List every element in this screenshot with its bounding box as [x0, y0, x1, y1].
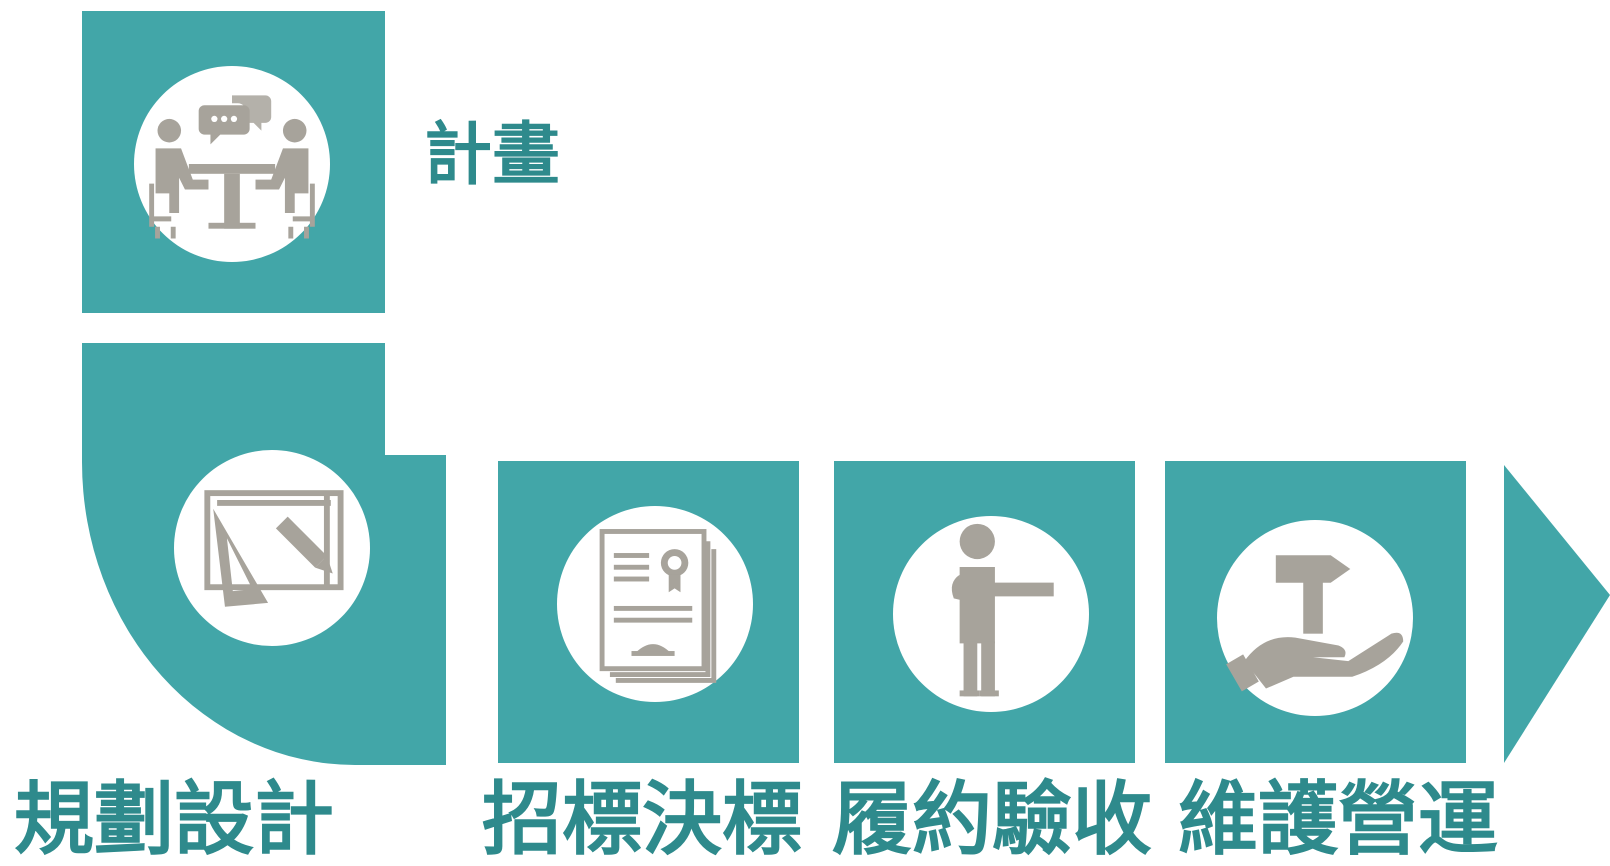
meeting-table-icon [149, 95, 315, 239]
step-design-icon-circle [174, 450, 370, 646]
step-planning-label: 計畫 [424, 116, 561, 195]
step-design-label: 規劃設計 [14, 773, 334, 866]
person-pointing-icon [951, 523, 1054, 697]
step-maintenance-icon-circle [1217, 520, 1413, 716]
step-acceptance-icon-circle [893, 516, 1089, 712]
step-acceptance-label: 履約驗收 [832, 773, 1152, 866]
step-planning-icon-circle [134, 66, 330, 262]
certificate-document-icon [599, 529, 717, 683]
drafting-board-icon [204, 490, 344, 607]
hammer-in-hand-icon [1226, 555, 1404, 692]
step-tender-icon-circle [557, 506, 753, 702]
step-maintenance-label: 維護營運 [1178, 773, 1498, 866]
flow-arrow [1504, 465, 1610, 763]
step-tender-label: 招標決標 [482, 773, 802, 866]
